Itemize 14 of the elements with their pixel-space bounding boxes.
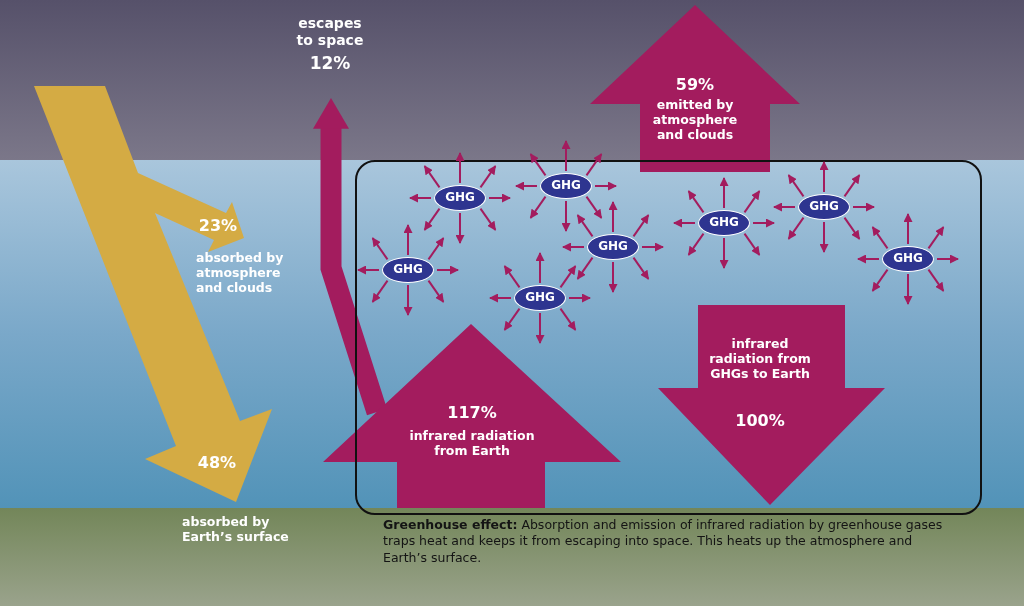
arrow-label: emitted by atmosphere and clouds	[651, 97, 739, 142]
percentage-label: 48%	[196, 453, 238, 473]
caption-text: Greenhouse effect: Absorption and emission of infrared radiation by greenhouse gases traps heat and keeps it from escaping into space. This heats up the atmosphere and Earth’s surface.	[383, 517, 944, 566]
arrow-label: infrared radiation from Earth	[408, 428, 536, 458]
percentage-label: 117%	[446, 403, 498, 423]
flow-description: escapes to space	[295, 15, 365, 49]
percentage-label: 12%	[308, 52, 352, 73]
flow-description: absorbed by Earth’s surface	[182, 514, 290, 544]
flow-description: absorbed by atmosphere and clouds	[196, 250, 285, 295]
flow-arrow	[313, 98, 387, 416]
percentage-label: 23%	[197, 216, 239, 236]
arrow-label: infrared radiation from GHGs to Earth	[708, 336, 812, 381]
percentage-label: 100%	[734, 411, 786, 431]
percentage-label: 59%	[674, 75, 716, 95]
